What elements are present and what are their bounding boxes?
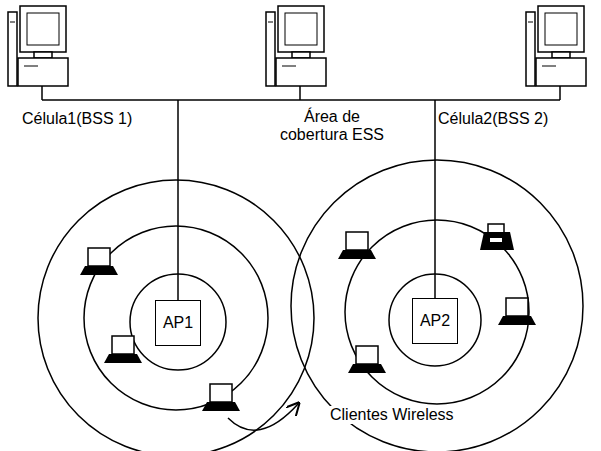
drop-line: [559, 86, 561, 100]
caption-label: Clientes Wireless: [328, 406, 456, 424]
roaming-arrow: [228, 404, 298, 430]
backbone-line: [42, 99, 560, 101]
cell-inner-circle: [345, 220, 529, 404]
laptop: [338, 232, 376, 259]
caption-label: Célula1(BSS 1): [20, 110, 134, 128]
printer: [480, 224, 514, 250]
caption-label: Área de cobertura ESS: [268, 108, 396, 145]
desktop-computer: [526, 6, 586, 86]
laptop: [498, 298, 536, 325]
drop-line: [299, 86, 301, 100]
laptop: [104, 336, 142, 363]
cell-outer-circle: [38, 180, 314, 451]
laptop: [80, 248, 118, 275]
laptop: [202, 384, 240, 411]
desktop-computer: [8, 6, 68, 86]
cell-inner-circle: [84, 226, 268, 410]
caption-label: Célula2(BSS 2): [436, 110, 550, 128]
cell-core-circle: [389, 274, 481, 366]
laptop: [348, 346, 386, 373]
node-label: AP1: [163, 314, 193, 332]
desktop-computer: [266, 6, 326, 86]
drop-line: [41, 86, 43, 100]
cell-core-circle: [130, 274, 226, 370]
node-label: AP2: [420, 312, 450, 330]
cell-outer-circle: [291, 160, 583, 451]
access-point-box: AP2: [412, 298, 458, 344]
ap-uplink: [177, 100, 179, 300]
access-point-box: AP1: [155, 300, 201, 346]
ap-uplink: [434, 100, 436, 298]
